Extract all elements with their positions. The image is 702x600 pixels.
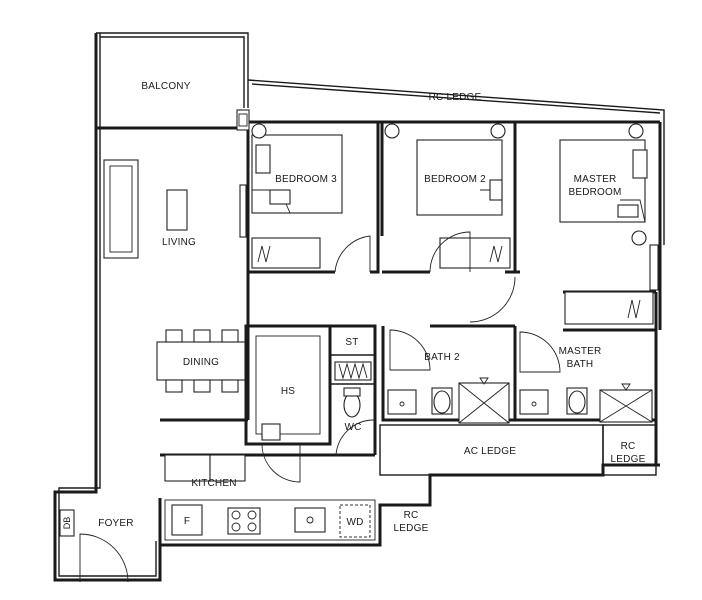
- label-dining: DINING: [183, 357, 219, 368]
- label-wd: WD: [346, 517, 363, 528]
- bedroom2-furniture: [384, 123, 511, 273]
- label-rc-ledge-top: RC LEDGE: [429, 92, 482, 103]
- dining-set: [156, 329, 246, 393]
- label-hs: HS: [281, 386, 295, 397]
- label-balcony: BALCONY: [141, 81, 190, 92]
- label-rc-ledge-bottom-1: RC: [404, 510, 419, 521]
- label-living: LIVING: [162, 237, 196, 248]
- bedroom3-furniture: [251, 123, 371, 273]
- living-furniture: [103, 159, 247, 259]
- service-fixtures: [255, 335, 375, 483]
- label-ac-ledge: AC LEDGE: [464, 446, 516, 457]
- label-master-bedroom-2: BEDROOM: [568, 187, 621, 198]
- label-f: F: [184, 516, 190, 527]
- label-kitchen: KITCHEN: [191, 478, 236, 489]
- master-bath-fixtures: [519, 331, 653, 423]
- label-bath-2: BATH 2: [424, 352, 460, 363]
- label-rc-ledge-bottom-2: LEDGE: [394, 523, 429, 534]
- label-st: ST: [345, 337, 358, 348]
- label-master-bath-2: BATH: [567, 359, 594, 370]
- label-rc-ledge-right-2: LEDGE: [611, 454, 646, 465]
- columns: [236, 109, 250, 131]
- label-wc: WC: [344, 422, 361, 433]
- kitchen-fixtures: [164, 454, 376, 541]
- label-bedroom-2: BEDROOM 2: [424, 174, 486, 185]
- room-labels: BALCONY RC LEDGE BEDROOM 3 BEDROOM 2 MAS…: [62, 81, 646, 534]
- label-rc-ledge-right-1: RC: [621, 441, 636, 452]
- label-bedroom-3: BEDROOM 3: [275, 174, 337, 185]
- master-bedroom-furniture: [469, 123, 659, 325]
- label-db: DB: [62, 517, 72, 530]
- label-master-bath-1: MASTER: [559, 346, 602, 357]
- label-master-bedroom-1: MASTER: [574, 174, 617, 185]
- foyer-door: [59, 509, 129, 583]
- label-foyer: FOYER: [98, 518, 133, 529]
- bath2-fixtures: [387, 329, 510, 424]
